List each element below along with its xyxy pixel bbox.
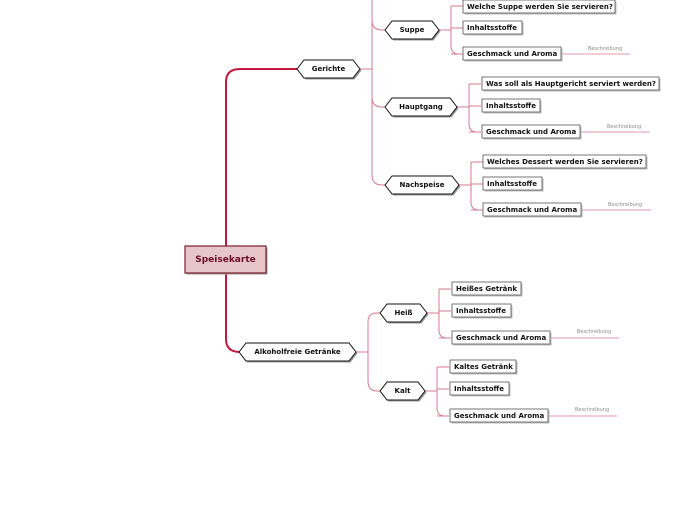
item-box-suppe-taste (462, 46, 562, 61)
node-hauptgang-label[interactable]: Hauptgang (399, 103, 443, 111)
item-nachspeise-ingredients[interactable]: Inhaltsstoffe (487, 179, 537, 188)
item-kalt-description: Beschreibung (575, 407, 610, 413)
fan-nachspeise-bus (470, 162, 480, 211)
node-kalt-hex (379, 381, 426, 401)
trunk-top-line (225, 68, 297, 246)
branch-gerichte-hex (296, 59, 361, 79)
item-nachspeise-description: Beschreibung (608, 202, 643, 208)
node-hauptgang-hex (384, 97, 458, 117)
item-box-kalt-drink (449, 359, 517, 374)
item-box-suppe-question (462, 0, 616, 14)
item-nachspeise-taste[interactable]: Geschmack und Aroma (487, 205, 578, 214)
root-node-label[interactable]: Speisekarte (195, 254, 256, 265)
node-suppe-label[interactable]: Suppe (399, 26, 425, 34)
item-hauptgang-description: Beschreibung (607, 124, 642, 130)
item-suppe-description: Beschreibung (588, 46, 623, 52)
link-heiss (367, 312, 380, 323)
item-suppe-ingredients[interactable]: Inhaltsstoffe (467, 23, 517, 32)
item-hauptgang-taste[interactable]: Geschmack und Aroma (486, 127, 577, 136)
node-nachspeise-label[interactable]: Nachspeise (399, 181, 445, 189)
item-suppe-question[interactable]: Welche Suppe werden Sie servieren? (467, 2, 613, 11)
item-box-heiss-drink (451, 281, 522, 296)
branch-gerichte-label[interactable]: Gerichte (311, 65, 346, 73)
trunk-bottom-line (225, 273, 241, 353)
node-suppe-hex (384, 20, 440, 40)
item-box-nachspeise-ingredients (482, 176, 543, 191)
item-heiss-description: Beschreibung (577, 329, 612, 335)
node-nachspeise-hex (384, 175, 460, 195)
node-heiss-hex (379, 303, 428, 323)
item-box-nachspeise-question (482, 154, 647, 169)
link-hauptgang (371, 96, 385, 108)
item-kalt-drink[interactable]: Kaltes Getränk (454, 362, 513, 371)
item-box-kalt-ingredients (449, 381, 510, 396)
item-box-hauptgang-question (481, 76, 660, 91)
item-hauptgang-question[interactable]: Was soll als Hauptgericht serviert werde… (486, 79, 656, 88)
branch-getraenke-hex (238, 342, 357, 362)
fan-heiss-bus (438, 289, 448, 339)
item-heiss-drink[interactable]: Heißes Getränk (456, 284, 518, 293)
item-hauptgang-ingredients[interactable]: Inhaltsstoffe (486, 101, 536, 110)
item-suppe-taste[interactable]: Geschmack und Aroma (467, 49, 558, 58)
item-kalt-ingredients[interactable]: Inhaltsstoffe (454, 384, 504, 393)
branch-getraenke-label[interactable]: Alkoholfreie Getränke (254, 348, 341, 356)
link-suppe (371, 19, 385, 31)
node-heiss-label[interactable]: Heiß (394, 309, 413, 317)
item-heiss-taste[interactable]: Geschmack und Aroma (456, 333, 547, 342)
node-kalt-label[interactable]: Kalt (394, 387, 411, 395)
item-nachspeise-question[interactable]: Welches Dessert werden Sie servieren? (487, 157, 643, 166)
item-box-hauptgang-ingredients (481, 98, 541, 113)
item-heiss-ingredients[interactable]: Inhaltsstoffe (456, 306, 506, 315)
root-node-box (184, 245, 267, 274)
fan-hauptgang-bus (468, 84, 478, 133)
item-box-heiss-taste (451, 330, 551, 345)
item-box-heiss-ingredients (451, 303, 512, 318)
link-kalt (367, 322, 380, 392)
fan-suppe-bus (450, 6, 460, 55)
item-box-kalt-taste (449, 408, 549, 423)
item-box-nachspeise-taste (482, 202, 582, 217)
item-kalt-taste[interactable]: Geschmack und Aroma (454, 411, 545, 420)
gerichte-bus (371, 0, 385, 186)
item-box-suppe-ingredients (462, 20, 523, 35)
item-box-hauptgang-taste (481, 124, 581, 139)
fan-kalt-bus (436, 367, 446, 417)
